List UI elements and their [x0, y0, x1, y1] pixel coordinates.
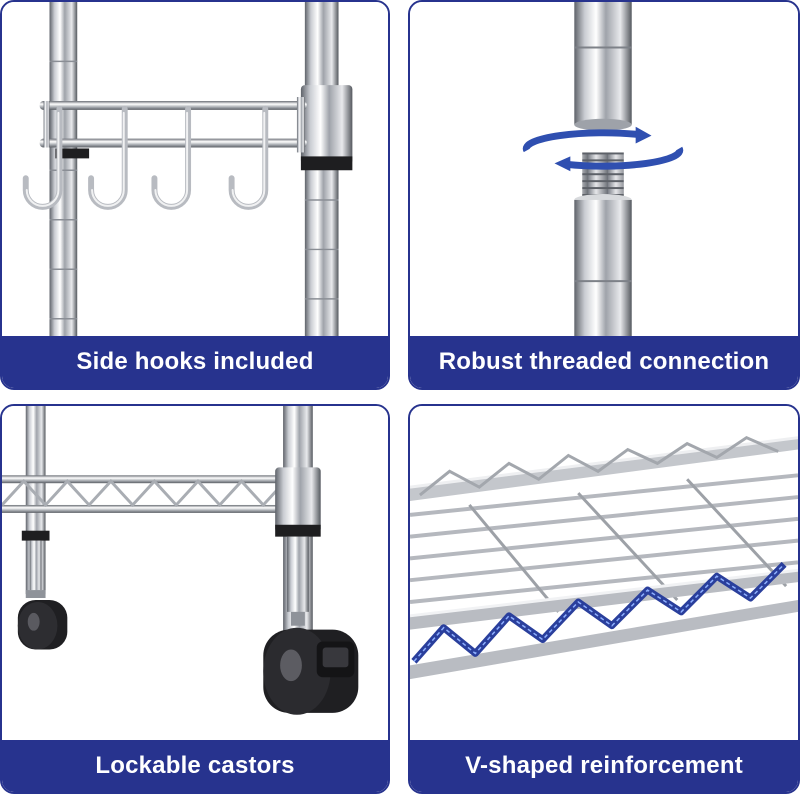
caption-side-hooks: Side hooks included	[2, 336, 388, 388]
feature-panel-side-hooks: Side hooks included	[0, 0, 390, 390]
caption-threaded-connection: Robust threaded connection	[410, 336, 798, 388]
feature-panel-lockable-castors: Lockable castors	[0, 404, 390, 794]
lockable-castors-illustration	[2, 406, 388, 792]
threaded-connection-illustration	[410, 2, 798, 388]
side-hooks-illustration	[2, 2, 388, 388]
caption-v-shaped-reinforcement: V-shaped reinforcement	[410, 740, 798, 792]
feature-panel-v-shaped-reinforcement: V-shaped reinforcement	[408, 404, 800, 794]
v-shaped-reinforcement-illustration	[410, 406, 798, 792]
caption-lockable-castors: Lockable castors	[2, 740, 388, 792]
feature-panel-threaded-connection: Robust threaded connection	[408, 0, 800, 390]
rotation-arrows-icon	[522, 126, 684, 172]
